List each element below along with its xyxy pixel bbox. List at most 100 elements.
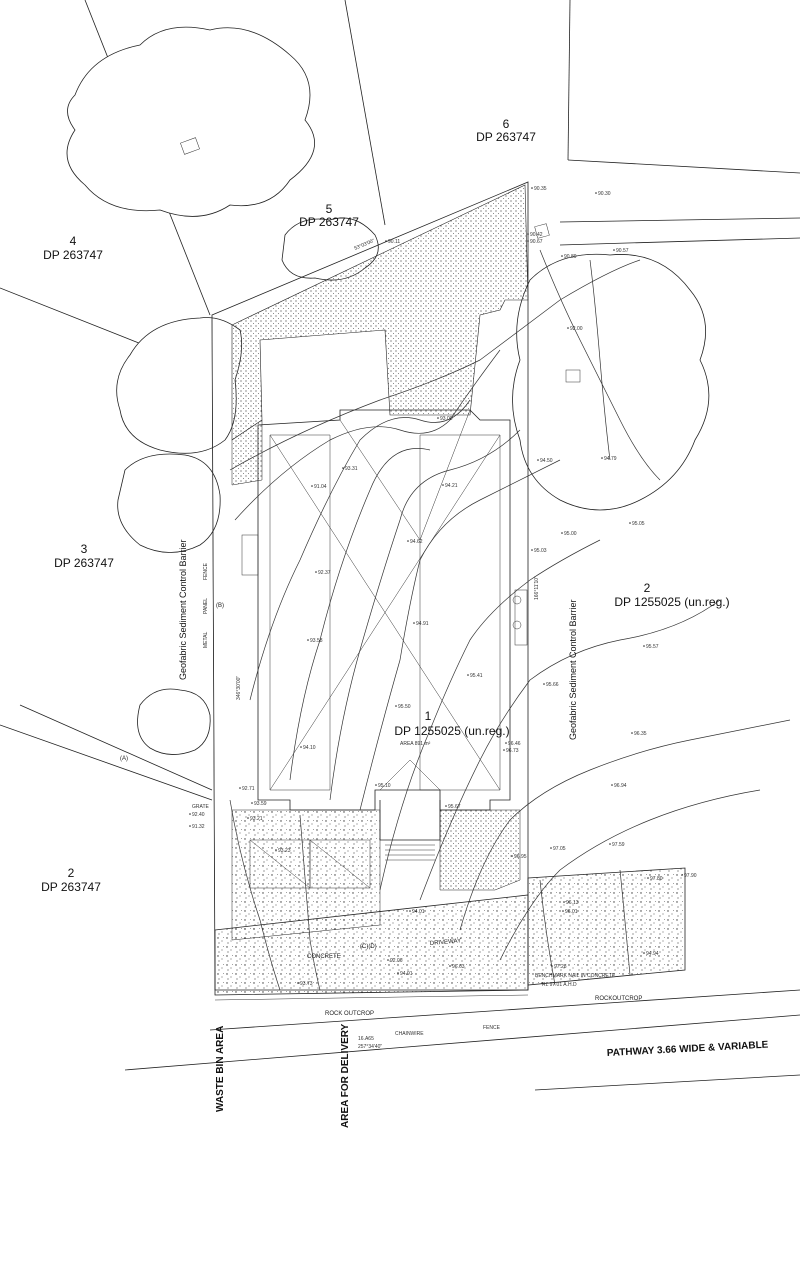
spot-level: 95.57: [646, 644, 659, 650]
bearing-right: 166°11'10": [534, 576, 540, 600]
spot-level: 97.28: [554, 964, 567, 970]
spot-level-dot: [527, 233, 529, 235]
fence-left-label: FENCE: [203, 562, 209, 580]
spot-level-dot: [445, 805, 447, 807]
spot-level-dot: [247, 817, 249, 819]
spot-level: 94.94: [646, 951, 659, 957]
lot-4-number: 4: [70, 234, 77, 248]
concrete-driveway-strip: [214, 809, 686, 996]
spot-level-dot: [239, 787, 241, 789]
benchmark-rl-label: RL 97.01 A.H.D: [542, 982, 577, 988]
spot-level-dot: [189, 825, 191, 827]
spot-level: 92.06: [390, 958, 403, 964]
lot-2-right-dp: DP 1255025 (un.reg.): [614, 595, 729, 609]
panel-label: PANEL: [203, 598, 209, 614]
marker-b: (B): [216, 603, 224, 609]
spot-level-dot: [531, 549, 533, 551]
spot-level: 94.79: [604, 456, 617, 462]
lot-2-left-number: 2: [68, 866, 75, 880]
spot-level-dot: [550, 847, 552, 849]
lot-labels: 6 DP 263747 5 DP 263747 4 DP 263747 3 DP…: [41, 117, 730, 894]
spot-level: 95.41: [470, 673, 483, 679]
sediment-barrier-left-label: Geofabric Sediment Control Barrier: [178, 539, 188, 680]
spot-level: 93.58: [310, 638, 323, 644]
spot-level-dot: [395, 705, 397, 707]
house-footprint: [241, 409, 528, 861]
spot-level: 96.35: [634, 731, 647, 737]
spot-level: 93.31: [345, 466, 358, 472]
lot-6-number: 6: [503, 117, 510, 131]
spot-level: 95.10: [378, 783, 391, 789]
spot-level: 95.03: [534, 548, 547, 554]
spot-level-dot: [561, 532, 563, 534]
spot-level: 92.37: [318, 570, 331, 576]
spot-level: 97.05: [553, 846, 566, 852]
spot-level: 94.91: [416, 621, 429, 627]
spot-level-dot: [342, 467, 344, 469]
spot-level-dot: [511, 855, 513, 857]
spot-level: 93.59: [254, 801, 267, 807]
spot-level-dot: [537, 459, 539, 461]
spot-level-dot: [385, 240, 387, 242]
site-markers: [180, 137, 581, 630]
spot-level-dot: [567, 327, 569, 329]
spot-level: 97.90: [684, 873, 697, 879]
spot-level: 93.73: [300, 981, 313, 987]
lot-1-area: AREA 891 m²: [400, 741, 431, 747]
spot-level-dot: [551, 965, 553, 967]
spot-level: 95.00: [564, 531, 577, 537]
chainwire-label: CHAINWIRE: [395, 1031, 424, 1037]
bearing-left: 346°30'00": [236, 676, 242, 700]
grate-label: GRATE: [192, 804, 210, 810]
spot-level: 90.67: [530, 239, 543, 245]
spot-level: 92.40: [192, 812, 205, 818]
spot-level-dot: [643, 952, 645, 954]
spot-level-dot: [437, 417, 439, 419]
fence-bottom-label: FENCE: [483, 1025, 501, 1031]
spot-level: 90.42: [530, 232, 543, 238]
spot-level-dot: [505, 742, 507, 744]
spot-level-dot: [413, 622, 415, 624]
spot-level: 96.73: [506, 748, 519, 754]
pathway-label: PATHWAY 3.66 WIDE & VARIABLE: [607, 1040, 769, 1059]
lot-3-number: 3: [81, 542, 88, 556]
spot-level-dot: [531, 187, 533, 189]
spot-level: 95.67: [448, 804, 461, 810]
spot-level-dot: [631, 732, 633, 734]
concrete-label: CONCRETE: [307, 954, 341, 960]
lot-2-left-dp: DP 263747: [41, 880, 101, 894]
spot-level-dot: [275, 849, 277, 851]
lot-1-number: 1: [425, 709, 432, 723]
spot-level-dot: [407, 540, 409, 542]
spot-level-dot: [397, 972, 399, 974]
spot-level: 97.59: [612, 842, 625, 848]
driveway-label: DRIVEWAY: [430, 938, 462, 947]
spot-level: 95.66: [546, 682, 559, 688]
spot-levels: 90.3590.3090.4290.6790.8990.5790.1192.00…: [189, 186, 697, 987]
spot-level: 94.21: [445, 483, 458, 489]
tree-canopies: [66, 26, 710, 755]
spot-level: 94.01: [412, 909, 425, 915]
benchmark-label: BENCHMARK NAIL IN CONCRETE: [535, 973, 616, 979]
distance-bottom: 16.A65: [358, 1036, 374, 1042]
spot-level: 97.80: [650, 876, 663, 882]
spot-level: 94.91: [400, 971, 413, 977]
spot-level-dot: [311, 485, 313, 487]
spot-level-dot: [315, 571, 317, 573]
spot-level-dot: [387, 959, 389, 961]
spot-level: 95.05: [632, 521, 645, 527]
spot-level-dot: [601, 457, 603, 459]
spot-level-dot: [543, 683, 545, 685]
spot-level: 93.00: [440, 416, 453, 422]
spot-level: 91.04: [314, 484, 327, 490]
spot-level-dot: [409, 910, 411, 912]
spot-level: 96.01: [565, 909, 578, 915]
spot-level-dot: [442, 484, 444, 486]
rock-outcrop-right-label: ROCKOUTCROP: [595, 996, 642, 1002]
waste-bin-area-label: WASTE BIN AREA: [215, 1026, 226, 1112]
spot-level: 90.57: [616, 248, 629, 254]
spot-level: 93.21: [250, 816, 263, 822]
spot-level-dot: [503, 749, 505, 751]
spot-level-dot: [467, 674, 469, 676]
